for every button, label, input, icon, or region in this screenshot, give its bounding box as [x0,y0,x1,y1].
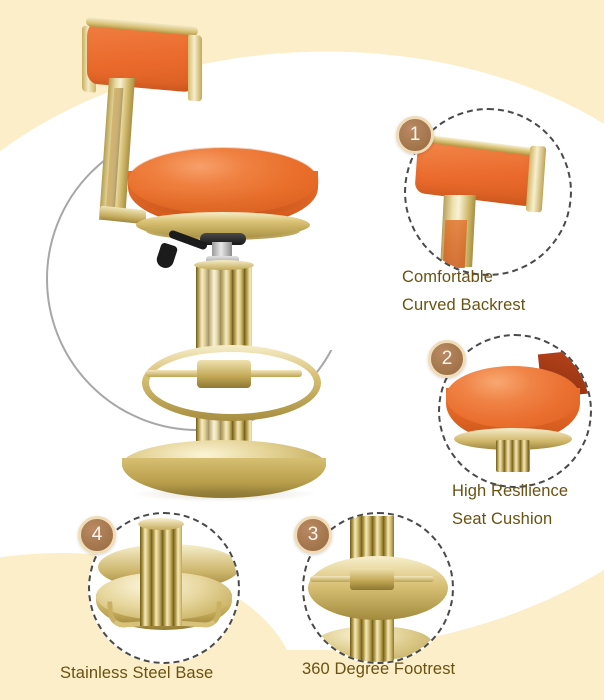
callout-3-number-badge: 3 [294,516,332,554]
fluted-column-cap [194,260,254,270]
callout-1-number-badge: 1 [396,116,434,154]
gas-lift-rod [212,242,232,258]
height-adjust-lever-handle [154,241,179,271]
footrest-hub [197,360,251,388]
callout-2-caption-line-1: High Resilience [452,482,569,500]
callout-4-detail-circle [88,512,240,664]
callout-2-number-badge: 2 [428,340,466,378]
gas-lift-top [200,233,246,245]
footrest-bar-right [244,370,302,377]
seat-cushion-top [128,148,318,214]
callout-1-caption-line-1: Comfortable [402,268,493,286]
callout-2-caption-line-2: Seat Cushion [452,510,553,528]
callout-2-seat-gold-ring [454,428,572,450]
callout-3-caption-line-1: 360 Degree Footrest [302,660,456,678]
callout-1-post-reflection [442,220,468,268]
seat-cushion-shading [128,158,318,218]
callout-3-footrest-bar-right [388,576,434,582]
base-shadow [130,486,318,502]
callout-4-column-cap [138,518,184,530]
callout-4-caption-line-1: Stainless Steel Base [60,664,214,682]
callout-2-column-stub [496,440,530,472]
callout-3-footrest-bar-left [310,576,356,582]
callout-1-gold-side-trim [525,145,547,213]
callout-4-fluted-column [140,522,182,626]
callout-3-footrest-hub [350,568,394,590]
callout-4-number-badge: 4 [78,516,116,554]
callout-1-caption-line-2: Curved Backrest [402,296,526,314]
callout-2-seat-top [446,366,580,428]
footrest-bar-left [146,370,204,377]
backrest-right-gold-trim [188,34,202,102]
hero-bar-stool-image [60,8,360,508]
